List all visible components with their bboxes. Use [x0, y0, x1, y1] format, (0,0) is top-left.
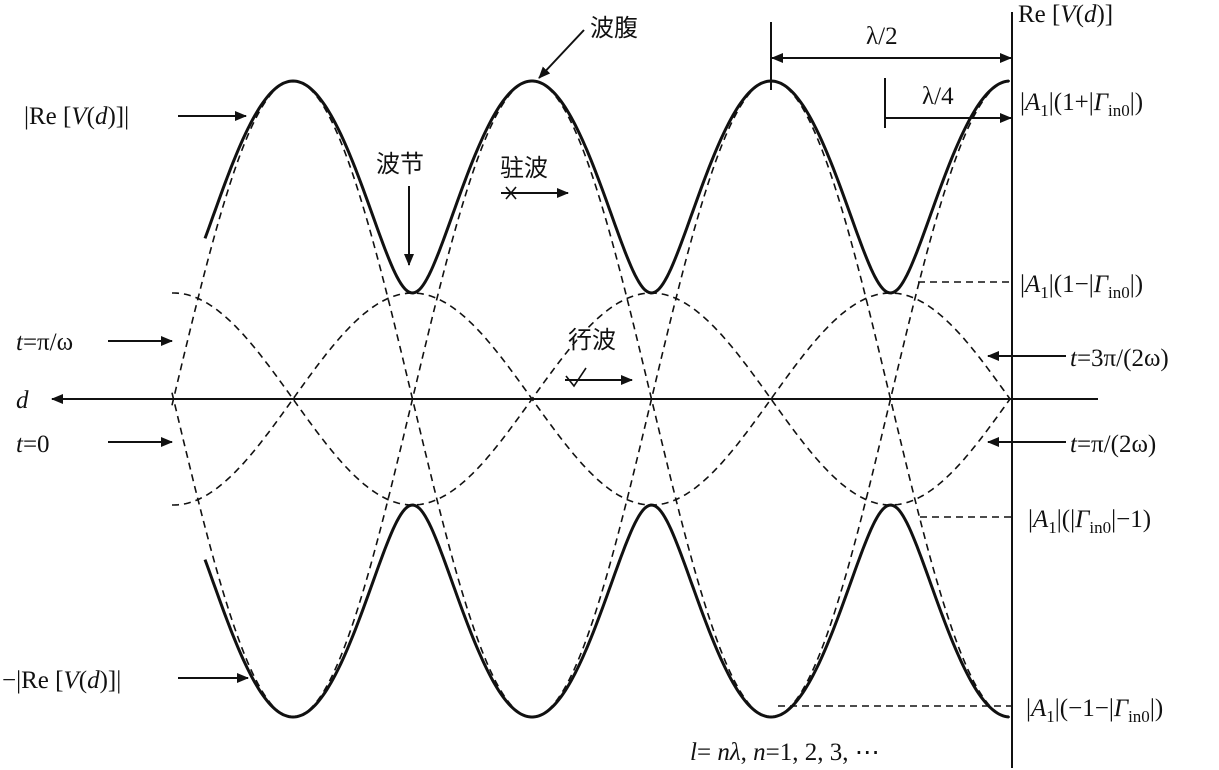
standing-wave-cross-mark — [505, 186, 517, 200]
t-pi-over-2omega-label: t=π/(2ω) — [1070, 431, 1156, 458]
wave-t-pi-over-2omega — [172, 292, 1011, 506]
abs-re-label: |Re [V(d)]| — [24, 103, 129, 130]
lower-envelope-curve — [203, 503, 1010, 719]
wave-t-pi-over-omega — [171, 80, 1011, 718]
quarter-wavelength-label: λ/4 — [922, 83, 954, 110]
footnote-label: l= nλ, n=1, 2, 3, ⋯ — [690, 739, 880, 766]
antinode-pointer — [538, 29, 585, 79]
standing-wave-label: 驻波 — [500, 154, 548, 182]
t-3pi-over-2omega-label: t=3π/(2ω) — [1070, 345, 1169, 372]
wave-t-3pi-over-2omega — [172, 292, 1011, 506]
upper-envelope-curve — [203, 79, 1010, 295]
d-axis-label: d — [16, 387, 29, 414]
neg-min-level-label: |A1|(|Γin0|−1) — [1028, 506, 1151, 537]
t-pi-over-omega-label: t=π/ω — [16, 329, 73, 356]
wave-curves — [171, 79, 1011, 719]
re-v-axis-label: Re [V(d)] — [1018, 1, 1113, 28]
half-wavelength-label: λ/2 — [866, 23, 898, 50]
antinode-label: 波腹 — [590, 14, 638, 42]
min-level-label: |A1|(1−|Γin0|) — [1020, 271, 1143, 302]
t-zero-label: t=0 — [16, 431, 50, 458]
wave-t0 — [171, 80, 1011, 718]
neg-abs-re-label: −|Re [V(d)]| — [2, 667, 121, 694]
neg-max-level-label: |A1|(−1−|Γin0|) — [1026, 695, 1163, 726]
traveling-wave-label: 行波 — [568, 326, 616, 354]
traveling-wave-check-mark — [565, 367, 587, 388]
node-label: 波节 — [376, 150, 424, 178]
max-level-label: |A1|(1+|Γin0|) — [1020, 89, 1143, 120]
